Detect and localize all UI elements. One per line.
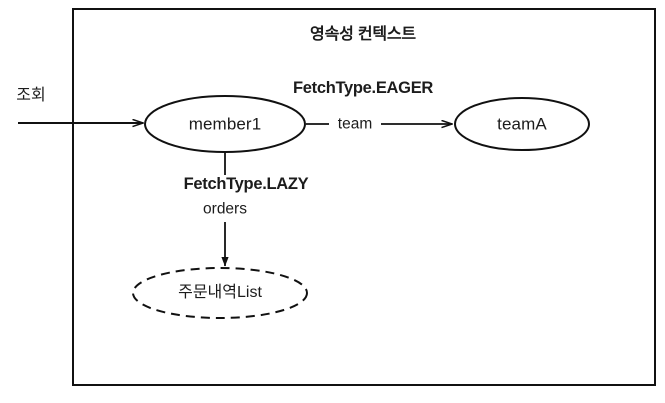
eager-fetch-label: FetchType.EAGER (292, 78, 434, 97)
query-label: 조회 (16, 87, 46, 104)
orders-field-label: orders (203, 200, 247, 218)
teamA-node-label: teamA (497, 114, 547, 134)
lazy-fetch-label: FetchType.LAZY (183, 174, 309, 193)
order-list-node-shape (132, 267, 308, 319)
teamA-node-shape (454, 97, 590, 151)
persistence-context-box (72, 8, 656, 386)
page-title: 영속성 컨텍스트 (310, 26, 416, 43)
order-list-node-label: 주문내역List (178, 284, 262, 301)
team-field-label: team (337, 115, 373, 133)
member1-node-label: member1 (188, 114, 262, 134)
